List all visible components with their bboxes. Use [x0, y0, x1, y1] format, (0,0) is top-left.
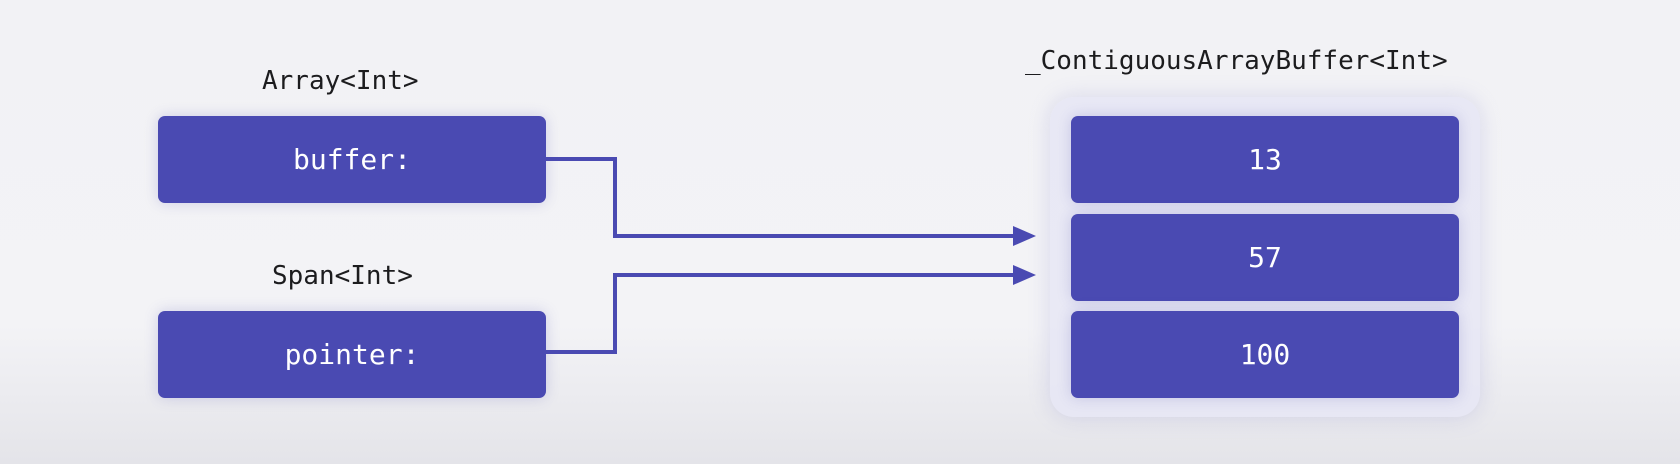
- pointer-arrow-head: [1013, 265, 1036, 285]
- buffer-field-box: buffer:: [158, 116, 546, 203]
- buffer-element-1: 57: [1071, 214, 1459, 301]
- pointer-arrow-line: [546, 273, 1016, 354]
- buffer-arrow-line: [546, 157, 1016, 238]
- buffer-element-0: 13: [1071, 116, 1459, 203]
- buffer-element-2: 100: [1071, 311, 1459, 398]
- span-type-label: Span<Int>: [272, 261, 413, 291]
- array-type-label: Array<Int>: [262, 66, 419, 96]
- contiguous-buffer-type-label: _ContiguousArrayBuffer<Int>: [1025, 46, 1448, 76]
- buffer-arrow-head: [1013, 226, 1036, 246]
- pointer-field-box: pointer:: [158, 311, 546, 398]
